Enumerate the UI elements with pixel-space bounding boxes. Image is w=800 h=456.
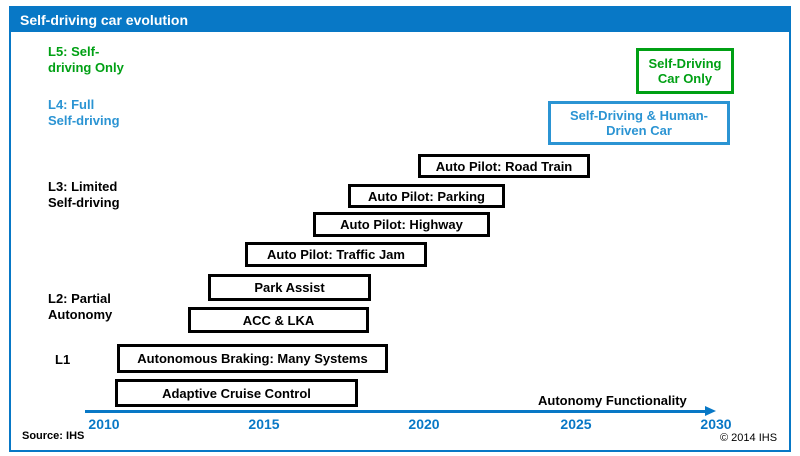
milestone-self-driving-human-driven: Self-Driving & Human-Driven Car bbox=[548, 101, 730, 145]
chart-frame: Self-driving car evolution L5: Self- dri… bbox=[9, 6, 791, 452]
milestone-autopilot-road-train: Auto Pilot: Road Train bbox=[418, 154, 590, 178]
level-label-l4: L4: Full Self-driving bbox=[48, 97, 120, 128]
milestone-park-assist: Park Assist bbox=[208, 274, 371, 301]
x-tick-2015: 2015 bbox=[248, 416, 280, 432]
chart-title-bar: Self-driving car evolution bbox=[11, 8, 789, 32]
milestone-adaptive-cruise-control: Adaptive Cruise Control bbox=[115, 379, 358, 407]
milestone-acc-lka: ACC & LKA bbox=[188, 307, 369, 333]
milestone-autonomous-braking: Autonomous Braking: Many Systems bbox=[117, 344, 388, 373]
level-label-l3: L3: Limited Self-driving bbox=[48, 179, 120, 210]
x-tick-2020: 2020 bbox=[408, 416, 440, 432]
milestone-autopilot-parking: Auto Pilot: Parking bbox=[348, 184, 505, 208]
level-label-l2: L2: Partial Autonomy bbox=[48, 291, 113, 322]
x-tick-2025: 2025 bbox=[560, 416, 592, 432]
source-label: Source: IHS bbox=[22, 430, 85, 442]
chart-title: Self-driving car evolution bbox=[20, 12, 189, 28]
x-tick-2030: 2030 bbox=[700, 416, 732, 432]
x-axis-title: Autonomy Functionality bbox=[538, 393, 687, 408]
x-axis-line bbox=[85, 410, 707, 413]
milestone-autopilot-traffic-jam: Auto Pilot: Traffic Jam bbox=[245, 242, 427, 267]
x-tick-2010: 2010 bbox=[88, 416, 120, 432]
x-axis-arrow-icon bbox=[705, 406, 716, 416]
milestone-self-driving-car-only: Self-Driving Car Only bbox=[636, 48, 734, 94]
level-label-l5: L5: Self- driving Only bbox=[48, 44, 124, 75]
plot-area: L5: Self- driving Only L4: Full Self-dri… bbox=[11, 32, 789, 452]
level-label-l1: L1 bbox=[55, 352, 71, 367]
copyright-label: © 2014 IHS bbox=[720, 432, 778, 444]
milestone-autopilot-highway: Auto Pilot: Highway bbox=[313, 212, 490, 237]
